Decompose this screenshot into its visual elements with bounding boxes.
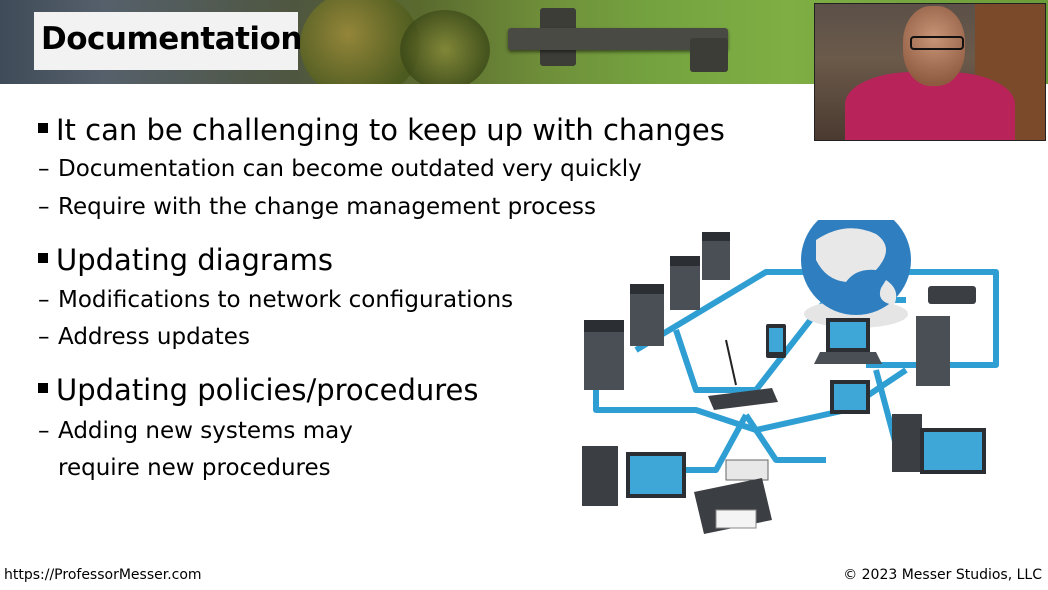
bullet-square-icon <box>38 253 48 263</box>
footer-url: https://ProfessorMesser.com <box>4 567 202 583</box>
presenter-glasses <box>910 36 964 50</box>
slide-title: Documentation <box>41 21 302 57</box>
bullet-sub-1-1: –Documentation can become outdated very … <box>38 156 642 182</box>
wireless-router-icon <box>708 339 778 410</box>
network-switch-icon <box>928 286 976 304</box>
footer-copyright: © 2023 Messer Studios, LLC <box>843 567 1042 583</box>
bullet-square-icon <box>38 383 48 393</box>
bullet-sub-3-1-cont: require new procedures <box>58 455 331 481</box>
printer-icon <box>694 459 772 534</box>
bullet-sub-3-1: –Adding new systems may <box>38 418 353 444</box>
bullet-heading-2: Updating diagrams <box>38 243 333 277</box>
bullet-sub-2-1: –Modifications to network configurations <box>38 287 514 313</box>
server-rack-icon <box>584 232 730 390</box>
plant-leaves-2 <box>400 10 490 84</box>
server-rack-icon-2 <box>916 316 950 386</box>
desktop-computer-icon <box>582 414 986 506</box>
gate-latch-end <box>690 38 728 72</box>
bullet-sub-1-2: –Require with the change management proc… <box>38 194 596 220</box>
bullet-square-icon <box>38 123 48 133</box>
presenter-webcam <box>814 3 1046 141</box>
gate-latch-bar <box>508 28 728 50</box>
globe-icon <box>801 220 911 328</box>
title-box: Documentation <box>34 12 302 70</box>
bullet-heading-1: It can be challenging to keep up with ch… <box>38 113 725 147</box>
laptop-icon <box>814 318 882 414</box>
network-illustration <box>582 220 999 534</box>
bullet-heading-3: Updating policies/procedures <box>38 373 478 407</box>
bullet-sub-2-2: –Address updates <box>38 324 250 350</box>
